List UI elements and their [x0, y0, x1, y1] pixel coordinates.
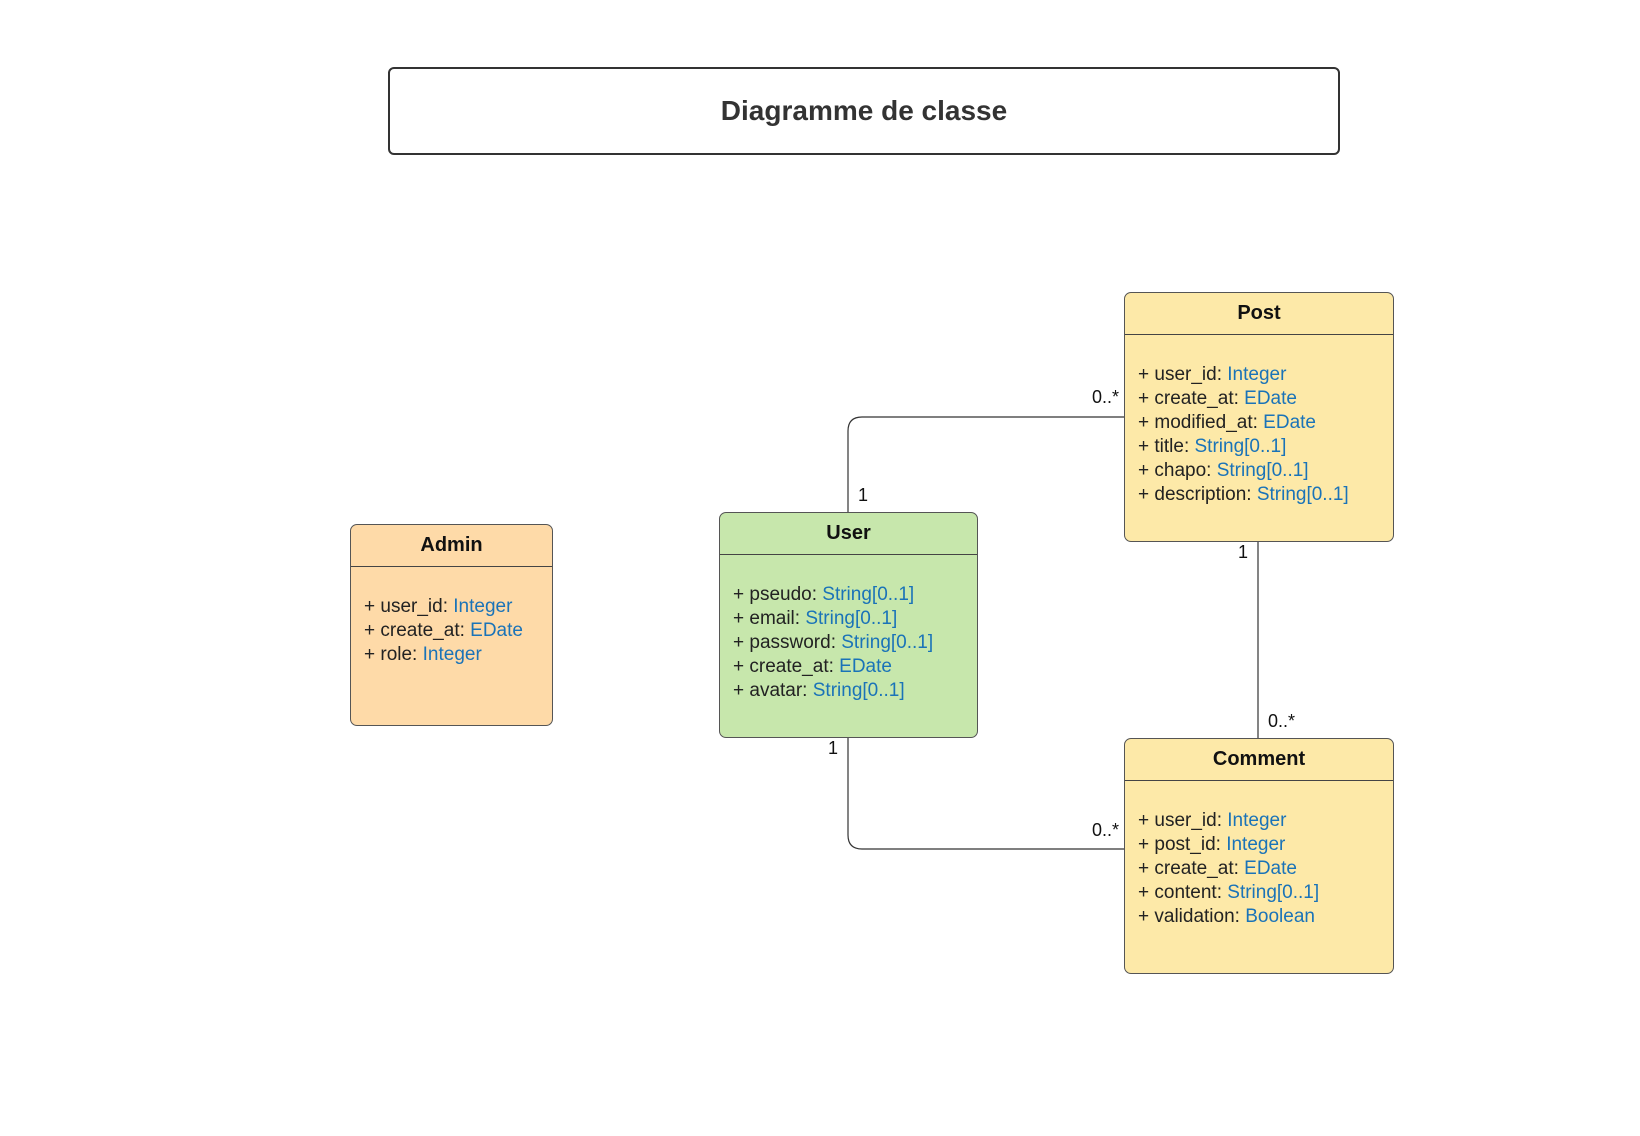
attribute-name: + modified_at:	[1138, 412, 1264, 433]
attribute-row: + content: String[0..1]	[1138, 881, 1393, 905]
attribute-type: Boolean	[1245, 906, 1315, 927]
attribute-type: String[0..1]	[1194, 436, 1287, 457]
attribute-type: Integer	[453, 596, 513, 617]
attribute-name: + create_at:	[1138, 388, 1245, 409]
attribute-name: + password:	[733, 632, 842, 653]
attribute-row: + create_at: EDate	[1138, 387, 1393, 411]
class-admin-name: Admin	[351, 525, 552, 567]
class-admin-attributes: + user_id: Integer+ create_at: EDate+ ro…	[351, 567, 552, 667]
attribute-name: + content:	[1138, 882, 1228, 903]
attribute-name: + create_at:	[733, 656, 840, 677]
diagram-title: Diagramme de classe	[720, 95, 1008, 126]
class-post-name: Post	[1125, 293, 1393, 335]
attribute-name: + user_id:	[1138, 364, 1228, 385]
attribute-name: + post_id:	[1138, 834, 1227, 855]
attribute-name: + user_id:	[1138, 810, 1228, 831]
attribute-row: + description: String[0..1]	[1138, 483, 1393, 507]
attribute-name: + avatar:	[733, 680, 813, 701]
assoc-user-comment	[847, 738, 1124, 850]
attribute-row: + validation: Boolean	[1138, 905, 1393, 929]
attribute-name: + validation:	[1138, 906, 1246, 927]
attribute-name: + description:	[1138, 484, 1257, 505]
attribute-type: String[0..1]	[841, 632, 934, 653]
attribute-name: + pseudo:	[733, 584, 823, 605]
class-comment-attributes: + user_id: Integer+ post_id: Integer+ cr…	[1125, 781, 1393, 929]
attribute-type: EDate	[1244, 388, 1297, 409]
attribute-type: EDate	[470, 620, 523, 641]
attribute-name: + role:	[364, 644, 423, 665]
class-user-attributes: + pseudo: String[0..1]+ email: String[0.…	[720, 555, 977, 703]
attribute-row: + pseudo: String[0..1]	[733, 583, 977, 607]
attribute-type: Integer	[1227, 364, 1287, 385]
class-user[interactable]: User + pseudo: String[0..1]+ email: Stri…	[719, 512, 978, 738]
class-post[interactable]: Post + user_id: Integer+ create_at: EDat…	[1124, 292, 1394, 542]
attribute-type: String[0..1]	[805, 608, 898, 629]
attribute-row: + user_id: Integer	[1138, 363, 1393, 387]
class-comment-name: Comment	[1125, 739, 1393, 781]
class-user-name: User	[720, 513, 977, 555]
assoc-user-post	[847, 416, 1124, 512]
attribute-row: + password: String[0..1]	[733, 631, 977, 655]
attribute-row: + email: String[0..1]	[733, 607, 977, 631]
attribute-name: + chapo:	[1138, 460, 1217, 481]
attribute-name: + email:	[733, 608, 806, 629]
class-comment[interactable]: Comment + user_id: Integer+ post_id: Int…	[1124, 738, 1394, 974]
attribute-row: + title: String[0..1]	[1138, 435, 1393, 459]
attribute-type: String[0..1]	[822, 584, 915, 605]
attribute-type: Integer	[422, 644, 482, 665]
attribute-row: + modified_at: EDate	[1138, 411, 1393, 435]
mult-user-post-user: 1	[858, 485, 869, 505]
mult-post-comment-comment: 0..*	[1268, 711, 1296, 731]
mult-user-post-post: 0..*	[1092, 387, 1120, 407]
attribute-type: String[0..1]	[1216, 460, 1309, 481]
attribute-row: + create_at: EDate	[364, 619, 552, 643]
attribute-name: + title:	[1138, 436, 1195, 457]
diagram-title-box: Diagramme de classe	[388, 67, 1340, 155]
attribute-type: String[0..1]	[1256, 484, 1349, 505]
attribute-type: EDate	[839, 656, 892, 677]
attribute-type: String[0..1]	[812, 680, 905, 701]
attribute-type: EDate	[1263, 412, 1316, 433]
attribute-row: + chapo: String[0..1]	[1138, 459, 1393, 483]
attribute-row: + avatar: String[0..1]	[733, 679, 977, 703]
attribute-name: + create_at:	[1138, 858, 1245, 879]
attribute-type: Integer	[1227, 810, 1287, 831]
attribute-row: + role: Integer	[364, 643, 552, 667]
class-post-attributes: + user_id: Integer+ create_at: EDate+ mo…	[1125, 335, 1393, 507]
attribute-row: + create_at: EDate	[1138, 857, 1393, 881]
attribute-name: + create_at:	[364, 620, 471, 641]
mult-user-comment-user: 1	[828, 738, 839, 758]
mult-user-comment-comment: 0..*	[1092, 820, 1120, 840]
class-admin[interactable]: Admin + user_id: Integer+ create_at: EDa…	[350, 524, 553, 726]
attribute-row: + user_id: Integer	[364, 595, 552, 619]
attribute-row: + user_id: Integer	[1138, 809, 1393, 833]
attribute-type: EDate	[1244, 858, 1297, 879]
mult-post-comment-post: 1	[1238, 542, 1249, 562]
attribute-type: Integer	[1226, 834, 1286, 855]
attribute-row: + create_at: EDate	[733, 655, 977, 679]
attribute-row: + post_id: Integer	[1138, 833, 1393, 857]
attribute-name: + user_id:	[364, 596, 454, 617]
attribute-type: String[0..1]	[1227, 882, 1320, 903]
